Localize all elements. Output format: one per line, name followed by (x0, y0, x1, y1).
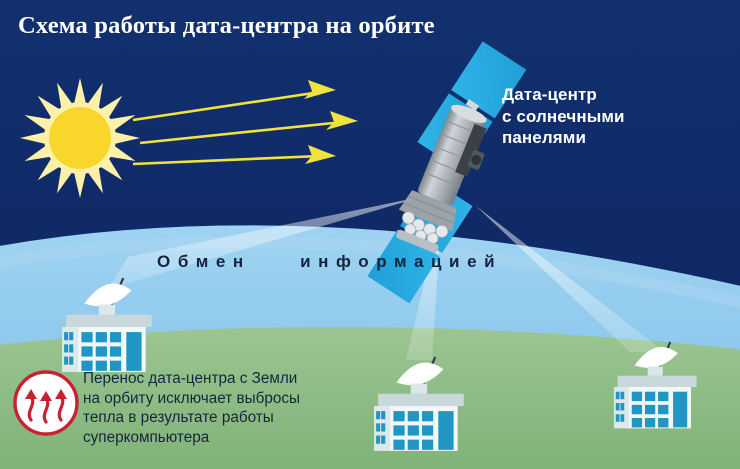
atmosphere-highlight (0, 236, 740, 309)
building-windows (376, 411, 454, 450)
page-title: Схема работы дата-центра на орбите (18, 12, 435, 39)
signal-beam-right (476, 206, 665, 352)
sun-ray-arrowheads (304, 80, 358, 164)
exchange-label: Обмен информацией (157, 252, 503, 271)
heat-rising-icon (13, 370, 79, 436)
caption-text: Перенос дата-центра с Земли на орбиту ис… (83, 370, 300, 446)
ground-station-left (62, 277, 152, 372)
satellite-icon (367, 41, 527, 304)
ground-station-right (613, 341, 697, 429)
satellite-dish-icon (84, 277, 132, 315)
satellite-label: Дата-центр с солнечными панелями (502, 85, 625, 147)
building-windows (615, 391, 688, 428)
earth-land (0, 326, 740, 469)
ground-station-center (374, 356, 464, 451)
sun-icon (20, 78, 140, 198)
signal-beam-left (108, 196, 425, 289)
building-windows (64, 332, 142, 371)
satellite-dish-icon (634, 341, 678, 376)
sun-ray-arrows (132, 90, 344, 166)
satellite-dish-icon (396, 356, 444, 394)
